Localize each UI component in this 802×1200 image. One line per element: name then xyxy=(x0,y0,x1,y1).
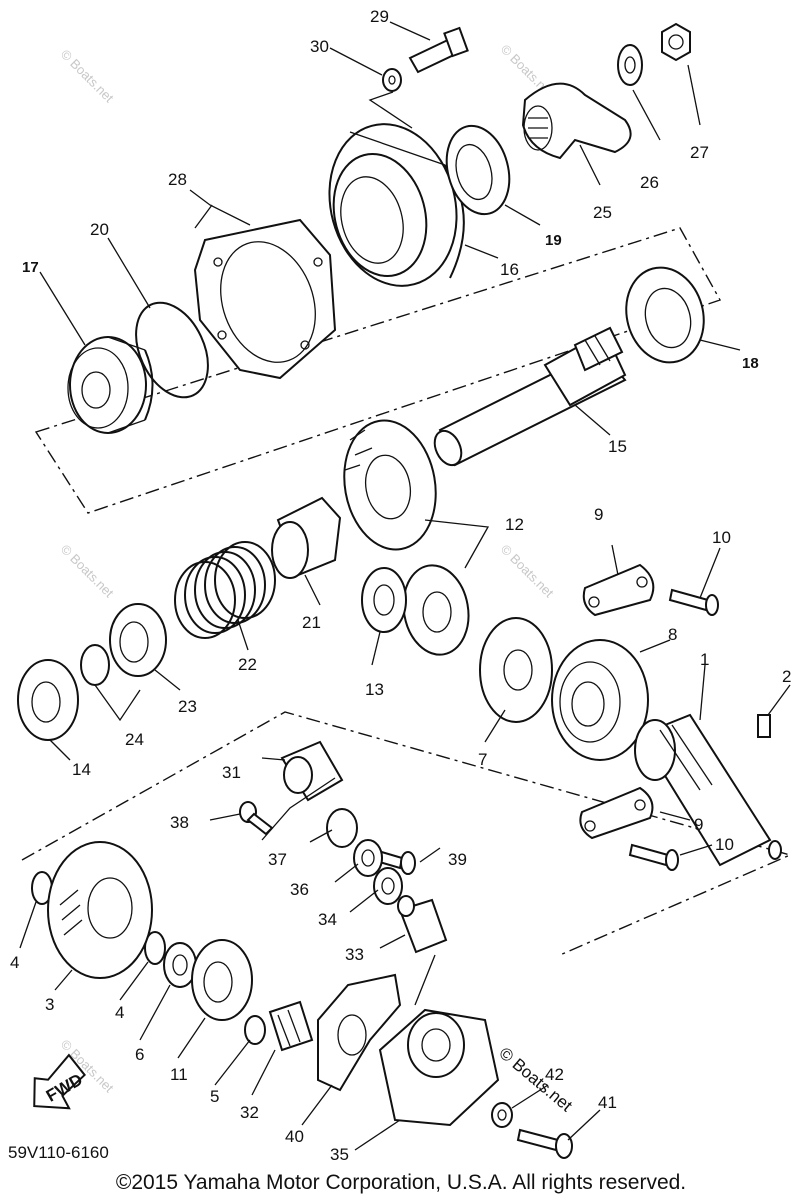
part-label-32: 32 xyxy=(240,1103,259,1122)
bearing-17 xyxy=(67,336,154,434)
part-label-10a: 10 xyxy=(712,528,731,547)
housing-35 xyxy=(378,1008,500,1127)
washer-7 xyxy=(479,617,553,723)
circlip-4-lower xyxy=(144,931,166,965)
part-label-28: 28 xyxy=(168,170,187,189)
part-label-30: 30 xyxy=(310,37,329,56)
exploded-parts-diagram: © Boats.net © Boats.net © Boats.net © Bo… xyxy=(8,7,793,1164)
screw-10-lower xyxy=(628,843,679,871)
part-label-10b: 10 xyxy=(715,835,734,854)
circlip-24 xyxy=(80,644,110,686)
leader-lines xyxy=(19,21,791,1151)
part-label-6: 6 xyxy=(135,1045,144,1064)
housing-16 xyxy=(328,123,465,287)
bolt-41 xyxy=(516,1128,573,1159)
shaft-1 xyxy=(634,713,782,867)
part-label-42: 42 xyxy=(545,1065,564,1084)
part-label-12: 12 xyxy=(505,515,524,534)
leader-30 xyxy=(368,91,413,129)
bearing-11 xyxy=(191,939,253,1021)
seal-19 xyxy=(445,124,511,216)
bracket-9-upper xyxy=(582,563,655,617)
part-label-7: 7 xyxy=(478,750,487,769)
part-label-2: 2 xyxy=(782,667,791,686)
part-label-33: 33 xyxy=(345,945,364,964)
part-label-15: 15 xyxy=(608,437,627,456)
sleeve-21 xyxy=(271,496,342,579)
part-label-23: 23 xyxy=(178,697,197,716)
watermark: © Boats.net xyxy=(58,542,117,601)
part-label-16: 16 xyxy=(500,260,519,279)
part-label-19: 19 xyxy=(545,232,562,249)
gear-3 xyxy=(47,841,153,979)
part-label-9b: 9 xyxy=(694,815,703,834)
part-label-40: 40 xyxy=(285,1127,304,1146)
part-label-24: 24 xyxy=(125,730,144,749)
part-label-9a: 9 xyxy=(594,505,603,524)
part-label-34: 34 xyxy=(318,910,337,929)
seal-13 xyxy=(361,567,407,633)
part-label-1: 1 xyxy=(700,650,709,669)
part-label-37: 37 xyxy=(268,850,287,869)
ring-5 xyxy=(244,1015,266,1045)
part-label-29: 29 xyxy=(370,7,389,26)
part-label-41: 41 xyxy=(598,1093,617,1112)
part-label-39: 39 xyxy=(448,850,467,869)
o-ring-20 xyxy=(135,301,209,399)
leader-12 xyxy=(424,519,490,569)
part-label-35: 35 xyxy=(330,1145,349,1164)
pinion-33 xyxy=(397,895,448,954)
shaft-15 xyxy=(433,326,627,467)
spring-22 xyxy=(174,541,276,639)
part-label-13: 13 xyxy=(365,680,384,699)
part-label-4a: 4 xyxy=(10,953,19,972)
gasket-28 xyxy=(193,218,337,380)
watermark: © Boats.net xyxy=(498,542,557,601)
bracket-9-lower xyxy=(579,786,654,840)
part-label-17: 17 xyxy=(22,259,39,276)
part-label-26: 26 xyxy=(640,173,659,192)
joint-31 xyxy=(280,740,344,802)
diagram-code: 59V110-6160 xyxy=(8,1143,109,1162)
part-label-20: 20 xyxy=(90,220,109,239)
o-ring-37 xyxy=(326,808,358,848)
nut-27 xyxy=(661,22,691,62)
washer-36 xyxy=(353,839,383,877)
yoke-25 xyxy=(521,82,632,160)
gear-32 xyxy=(268,1000,314,1052)
part-label-4b: 4 xyxy=(115,1003,124,1022)
gasket-40 xyxy=(317,973,402,1092)
bearing-14 xyxy=(17,659,79,741)
copyright-notice: ©2015 Yamaha Motor Corporation, U.S.A. A… xyxy=(115,1171,687,1194)
part-label-8: 8 xyxy=(668,625,677,644)
bolt-29 xyxy=(408,26,469,74)
washer-26 xyxy=(617,44,643,86)
part-label-25: 25 xyxy=(593,203,612,222)
part-label-21: 21 xyxy=(302,613,321,632)
part-label-31: 31 xyxy=(222,763,241,782)
bearing-8 xyxy=(551,639,649,761)
watermark: © Boats.net xyxy=(58,47,117,106)
bolt-38 xyxy=(239,801,274,836)
part-label-14: 14 xyxy=(72,760,91,779)
part-label-36: 36 xyxy=(290,880,309,899)
part-label-3: 3 xyxy=(45,995,54,1014)
plate-18 xyxy=(625,266,705,364)
washer-34 xyxy=(373,867,403,905)
part-label-27: 27 xyxy=(690,143,709,162)
washer-30 xyxy=(382,68,402,92)
part-label-11: 11 xyxy=(170,1065,188,1084)
assembly-boundary-lower xyxy=(21,711,793,956)
gear-12 xyxy=(343,419,470,656)
part-label-18: 18 xyxy=(742,355,759,372)
washer-42 xyxy=(491,1102,513,1128)
collar-23 xyxy=(109,603,167,677)
part-label-38: 38 xyxy=(170,813,189,832)
pin-2 xyxy=(757,714,771,738)
part-label-5: 5 xyxy=(210,1087,219,1106)
part-label-22: 22 xyxy=(238,655,257,674)
screw-10-upper xyxy=(668,588,719,616)
assembly-boundary-upper xyxy=(34,227,722,514)
